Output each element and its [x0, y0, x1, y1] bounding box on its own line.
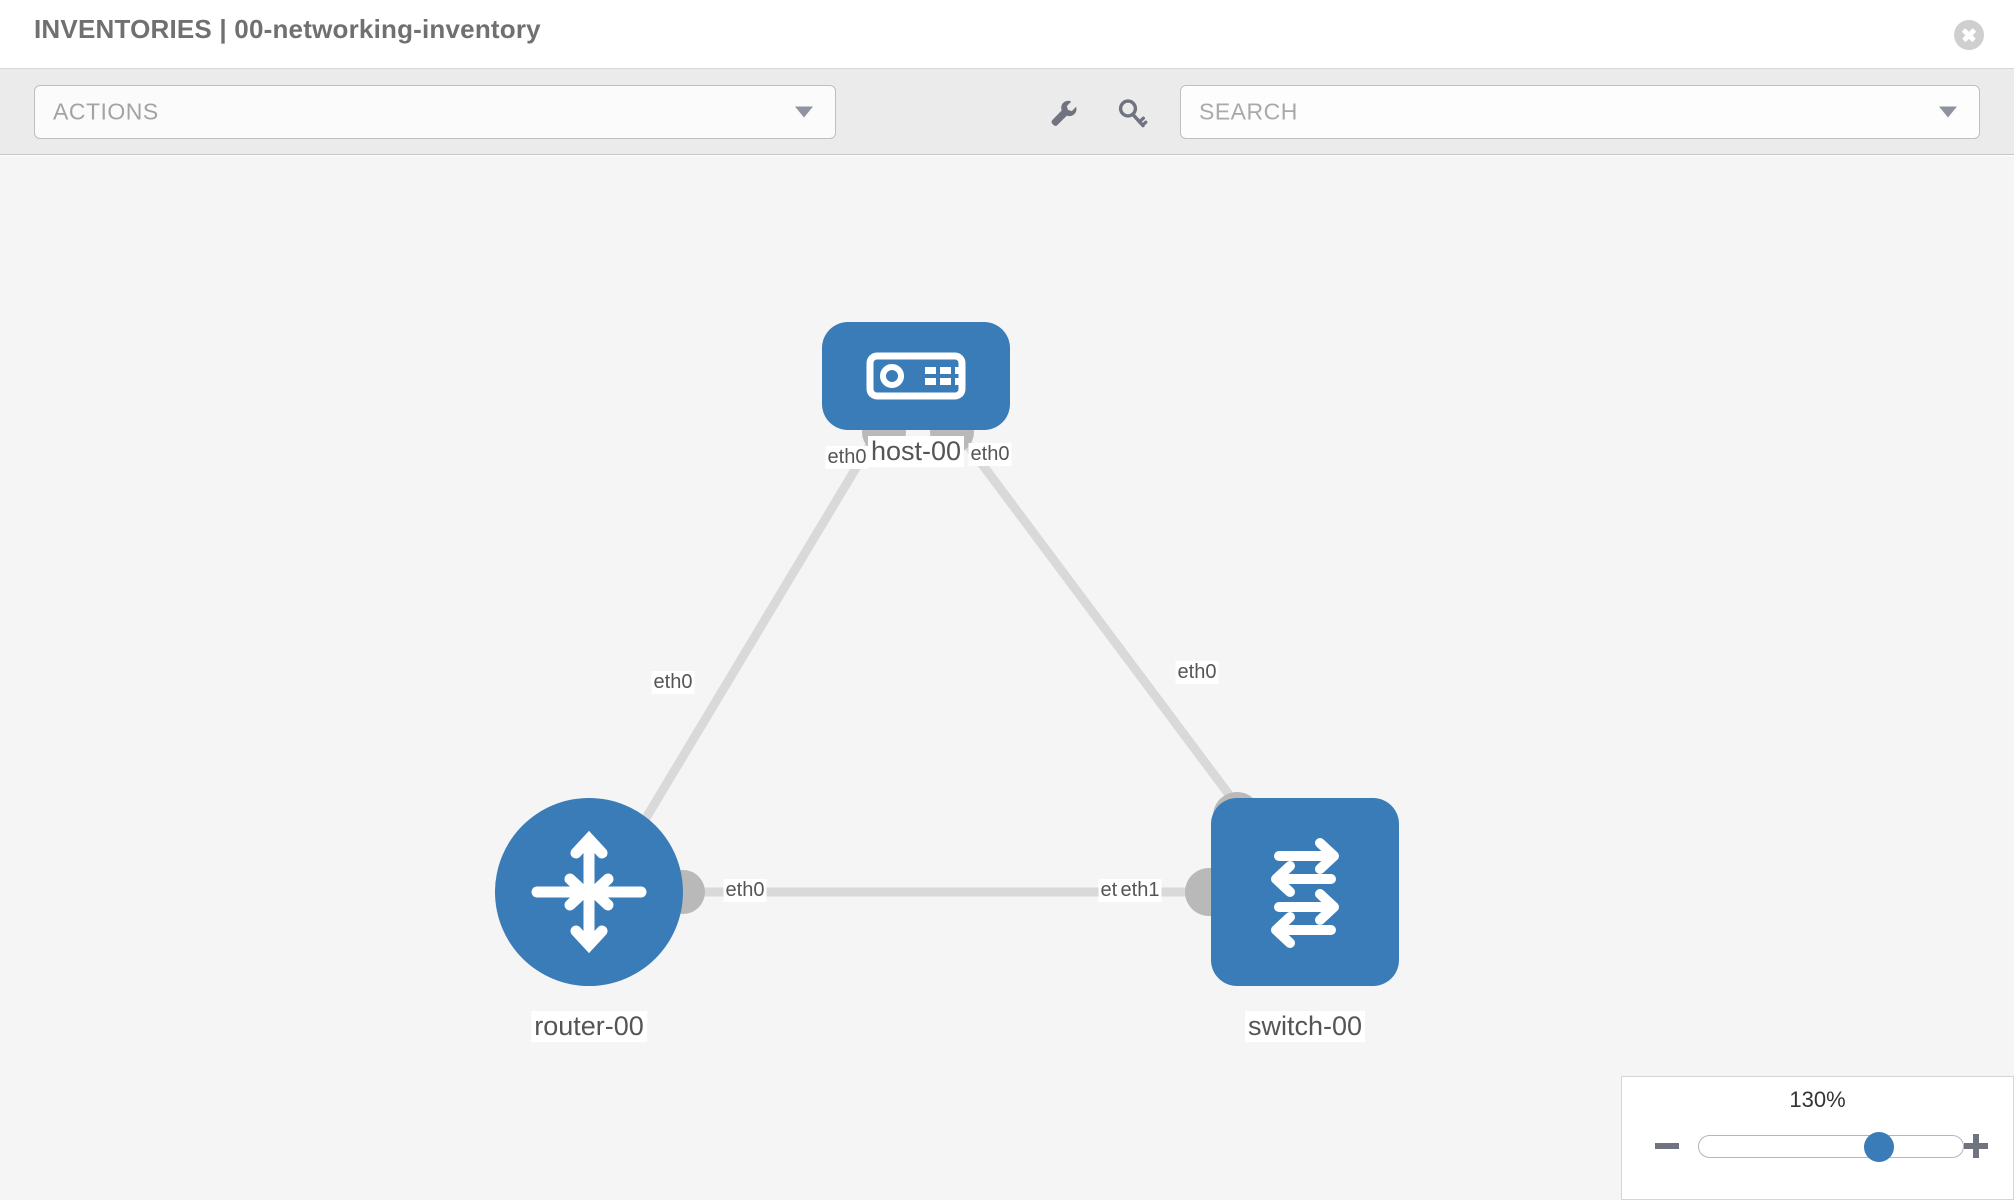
topology-ports — [661, 410, 1261, 916]
zoom-slider-track[interactable] — [1698, 1131, 1964, 1162]
iface-label-host-switch: eth0 — [968, 443, 1012, 466]
actions-dropdown[interactable]: ACTIONS — [34, 85, 836, 139]
node-host-00[interactable] — [822, 322, 1010, 430]
iface-label-switch-router-eth1: eth1 — [1118, 879, 1162, 902]
search-placeholder: SEARCH — [1199, 98, 1298, 125]
actions-dropdown-label: ACTIONS — [53, 98, 159, 125]
topology-canvas[interactable]: eth0 host-00 eth0 eth0 eth0 eth0 eth0 et… — [0, 156, 2014, 1200]
link-host-switch[interactable] — [951, 425, 1249, 819]
zoom-in-button[interactable] — [1959, 1129, 1993, 1163]
zoom-control-panel: 130% — [1621, 1076, 2014, 1200]
link-host-router[interactable] — [636, 425, 884, 831]
topology-links — [636, 425, 1249, 897]
iface-label-switch-host: eth0 — [1175, 661, 1219, 684]
node-label-host-00: host-00 — [867, 436, 965, 467]
zoom-slider-thumb[interactable] — [1863, 1131, 1894, 1162]
iface-label-router-host: eth0 — [651, 671, 695, 694]
page-header: INVENTORIES | 00-networking-inventory — [0, 0, 2014, 69]
page-title: INVENTORIES | 00-networking-inventory — [34, 14, 541, 44]
toolbar: ACTIONS SEARCH — [0, 69, 2014, 155]
node-label-switch-00: switch-00 — [1244, 1011, 1366, 1042]
chevron-down-icon[interactable] — [1939, 106, 1957, 118]
key-icon[interactable] — [1115, 97, 1149, 131]
close-icon[interactable] — [1954, 20, 1984, 50]
search-input[interactable]: SEARCH — [1180, 85, 1980, 139]
chevron-down-icon — [795, 106, 813, 118]
node-label-router-00: router-00 — [531, 1011, 647, 1042]
iface-label-host-router: eth0 — [825, 446, 869, 469]
node-switch-00[interactable] — [1211, 798, 1399, 986]
zoom-level-value: 130% — [1789, 1087, 1846, 1112]
zoom-out-button[interactable] — [1650, 1129, 1684, 1163]
node-router-00[interactable] — [495, 798, 683, 986]
iface-label-router-switch: eth0 — [723, 879, 767, 902]
wrench-icon[interactable] — [1047, 97, 1081, 131]
topology-graph — [495, 322, 1399, 986]
